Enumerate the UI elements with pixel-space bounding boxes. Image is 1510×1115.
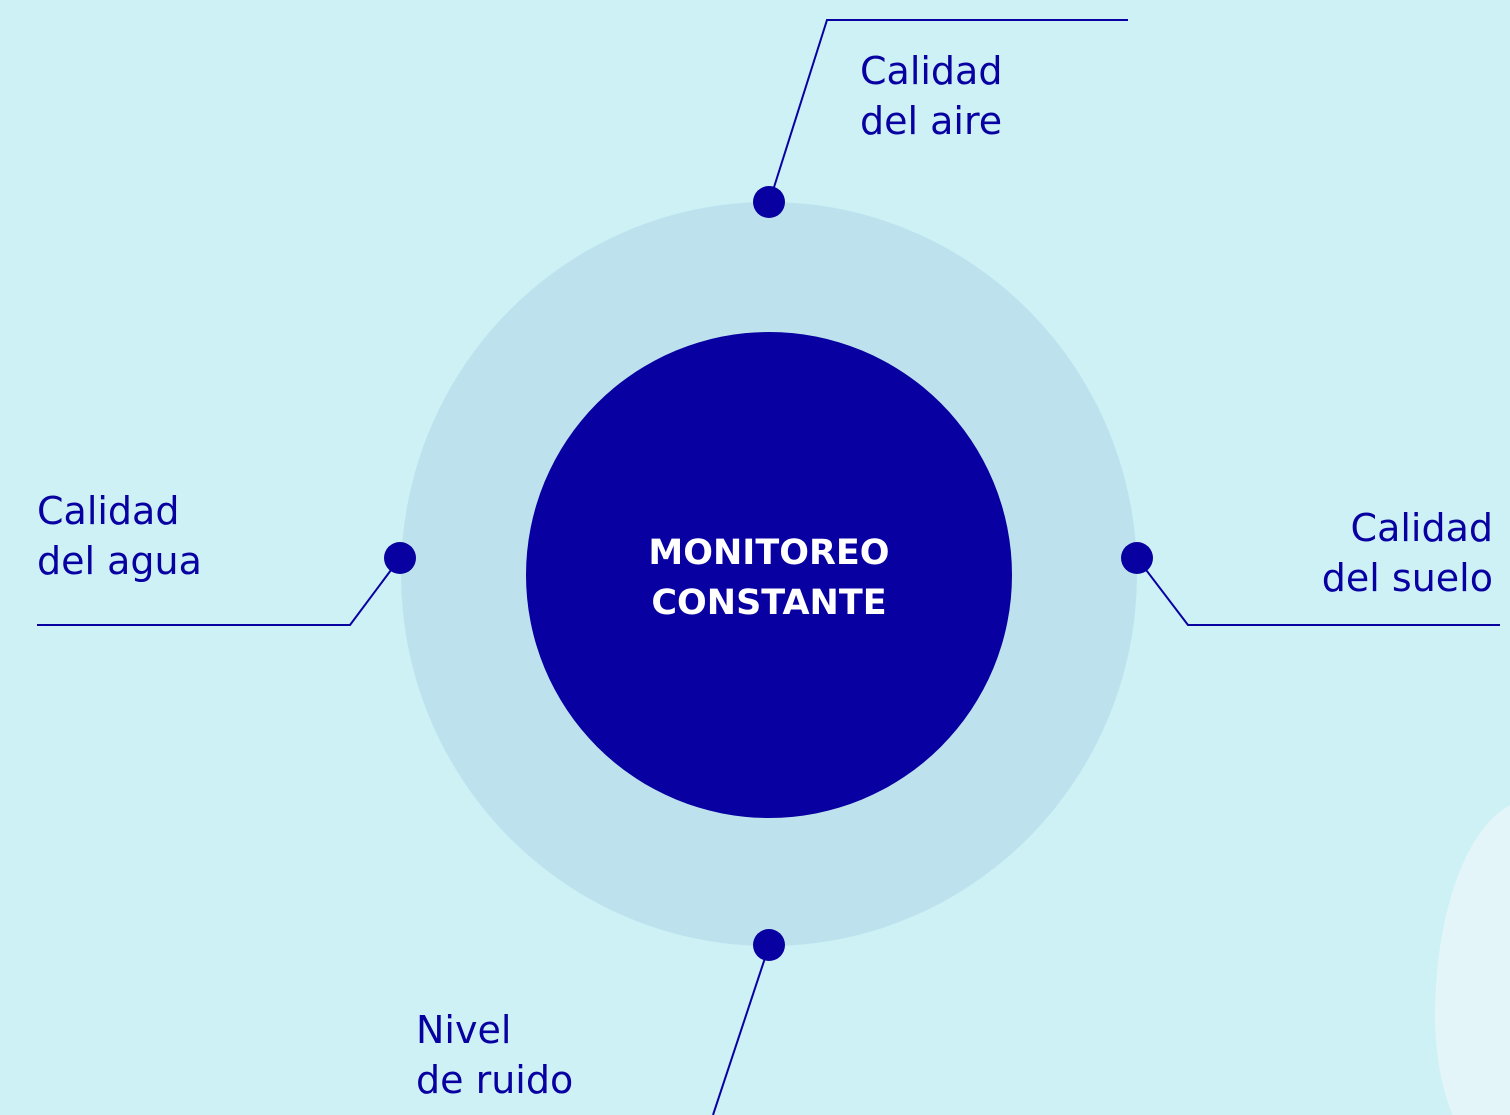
node-dot-ruido[interactable] [753,929,785,961]
node-dot-aire[interactable] [753,186,785,218]
node-label-agua-line2: del agua [37,539,202,583]
node-label-agua: Calidad del agua [37,486,202,586]
node-dot-agua[interactable] [384,542,416,574]
connector-agua [37,557,401,626]
center-title-line2: CONSTANTE [651,583,887,623]
node-label-agua-line1: Calidad [37,489,180,533]
connector-ruido [712,945,770,1115]
center-title: MONITOREO CONSTANTE [648,528,889,628]
node-label-suelo-line2: del suelo [1321,556,1493,600]
center-title-line1: MONITOREO [648,533,890,573]
center-node: MONITOREO CONSTANTE [526,332,1012,818]
node-dot-suelo[interactable] [1121,542,1153,574]
connector-aire [768,19,1128,204]
connector-suelo [1136,557,1500,626]
node-label-aire-line1: Calidad [860,49,1003,93]
node-label-aire-line2: del aire [860,99,1003,143]
node-label-suelo: Calidad del suelo [1322,503,1493,603]
node-label-ruido: Nivel de ruido [416,1005,573,1105]
node-label-suelo-line1: Calidad [1350,506,1493,550]
node-label-aire: Calidad del aire [860,46,1002,146]
node-label-ruido-line2: de ruido [416,1058,574,1102]
node-label-ruido-line1: Nivel [416,1008,512,1052]
